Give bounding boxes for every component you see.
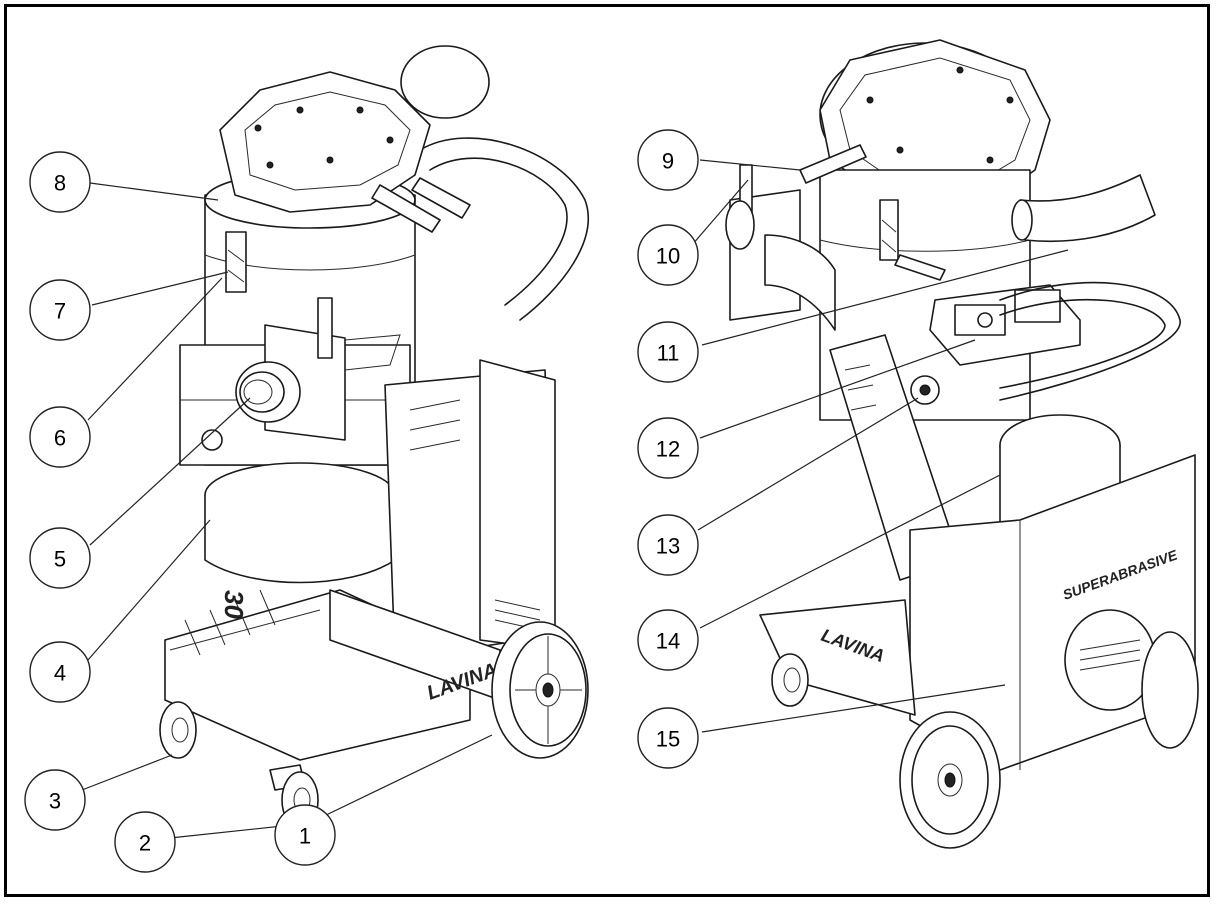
leader-line-4	[87, 519, 211, 661]
callout-10: 10	[637, 224, 699, 286]
model-text-left: 30	[219, 590, 249, 619]
callout-14: 14	[637, 609, 699, 671]
callout-15: 15	[637, 707, 699, 769]
callout-2: 2	[114, 811, 176, 873]
leader-line-6	[87, 277, 223, 421]
callout-number: 4	[54, 661, 66, 686]
callout-number: 5	[54, 547, 66, 572]
leader-line-11	[701, 249, 1069, 346]
leader-lines	[81, 159, 1069, 839]
right-machine-view: SUPERABRASIVE LAVINA	[725, 39, 1199, 849]
callout-3: 3	[24, 769, 86, 831]
leader-line-5	[89, 397, 251, 546]
callout-4: 4	[29, 641, 91, 703]
leader-line-15	[701, 684, 1006, 733]
callout-number: 12	[656, 437, 680, 462]
callout-number: 7	[54, 299, 66, 324]
callout-number: 3	[49, 789, 61, 814]
leader-line-8	[89, 182, 219, 201]
callout-1: 1	[274, 804, 336, 866]
callout-number: 13	[656, 534, 680, 559]
callout-11: 11	[637, 321, 699, 383]
callout-number: 14	[656, 629, 680, 654]
callout-9: 9	[637, 129, 699, 191]
leader-line-1	[319, 734, 493, 819]
leader-line-10	[691, 179, 749, 246]
callout-12: 12	[637, 417, 699, 479]
left-machine-view: LAVINA 30	[159, 45, 590, 829]
callout-number: 6	[54, 426, 66, 451]
leader-line-12	[699, 339, 976, 439]
leader-line-13	[697, 397, 919, 531]
leader-line-14	[699, 474, 1001, 629]
leader-line-3	[81, 754, 173, 791]
callout-number: 9	[662, 149, 674, 174]
leader-line-9	[699, 159, 801, 171]
callout-13: 13	[637, 514, 699, 576]
callout-number: 8	[54, 171, 66, 196]
callout-6: 6	[29, 406, 91, 468]
callout-8: 8	[29, 151, 91, 213]
leader-line-2	[169, 824, 293, 839]
callout-number: 10	[656, 244, 680, 269]
callout-number: 11	[657, 341, 680, 366]
callout-number: 2	[139, 831, 151, 856]
callout-7: 7	[29, 279, 91, 341]
callout-number: 1	[299, 824, 311, 849]
leader-line-7	[91, 271, 229, 306]
callout-number: 15	[656, 727, 680, 752]
callout-5: 5	[29, 527, 91, 589]
